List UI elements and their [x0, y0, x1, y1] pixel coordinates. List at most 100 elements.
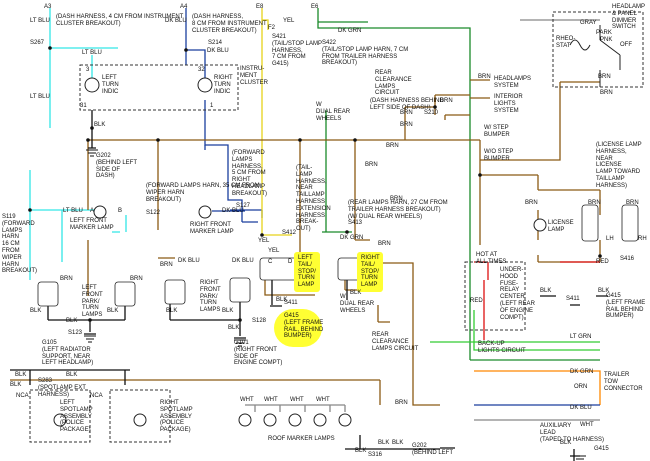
wire-label: WHT: [264, 397, 278, 403]
license-lamp: LICENSE LAMP: [548, 220, 574, 233]
note-s422: S422 (TAIL/STOP LAMP HARN, 7 CM FROM TRA…: [322, 40, 409, 67]
pin-label: A: [90, 208, 95, 214]
wire-label: BRN: [440, 98, 453, 104]
left-front-marker: LEFT FRONT MARKER LAMP: [70, 218, 114, 231]
splice-s416: S416: [620, 256, 635, 262]
wire-blk: [540, 295, 608, 306]
ground-g415-c: [574, 455, 586, 460]
left-park-conn-1: [37, 281, 59, 307]
w-dual-rear-wheels-2: W DUAL REAR WHEELS: [340, 294, 375, 314]
wire-label: BRN: [478, 74, 491, 80]
right-front-park-turn: RIGHT FRONT PARK/ TURN LAMPS: [200, 280, 221, 314]
right-spotlamp-bulb: [133, 413, 147, 427]
pin-label: C: [268, 259, 273, 265]
wire-label: YEL: [283, 18, 295, 24]
wire-label: BLK: [540, 288, 552, 294]
wire-brn: [537, 255, 601, 263]
wire-label: BRN: [598, 74, 611, 80]
ground-g415: G415 (LEFT FRAME RAIL, BEHIND BUMPER): [284, 313, 324, 340]
left-front-park-turn: LEFT FRONT PARK/ TURN LAMPS: [82, 285, 103, 319]
trailer-tow-connector: TRAILER TOW CONNECTOR: [604, 372, 643, 392]
right-spotlamp-box: [109, 389, 171, 443]
wire-brn: [344, 280, 390, 323]
wire-label: LT BLU: [82, 50, 102, 56]
highlight-left-tail: [294, 252, 320, 292]
license-rh: RH: [638, 236, 647, 242]
wire-label: BRN: [400, 122, 413, 128]
wire-label: BRN: [60, 276, 73, 282]
wire-label: BLK: [107, 308, 119, 314]
roof-marker-4: [313, 413, 327, 427]
splice-s411-b: S411: [566, 296, 580, 302]
right-park-conn-2: [229, 277, 251, 303]
taillamp-harness: (TAIL- LAMP HARNESS, NEAR TAILLAMP HARNE…: [296, 165, 331, 233]
w-dual-rear-wheels: W DUAL REAR WHEELS: [316, 102, 351, 122]
wire-label: BLK: [378, 440, 390, 446]
wire-label: BLK: [560, 440, 572, 446]
ground-g202: [86, 149, 98, 157]
dash-harness-behind: (DASH HARNESS BEHIND LEFT SIDE OF DASH): [370, 98, 444, 111]
ground-g202-label: G202 (BEHIND LEFT SIDE OF DASH): [96, 153, 138, 180]
splice-s283: S283 (SPOTLAMP EXT HARNESS): [38, 378, 86, 398]
license-lamp-bulb: [533, 218, 547, 232]
note-s119: S119 (FORWARD LAMPS HARN 16 CM FROM WIPE…: [2, 214, 38, 275]
wire-label: DK BLU: [232, 258, 254, 264]
wire-wht: [245, 404, 346, 412]
splice-s316: S316: [368, 452, 383, 458]
right-spotlamp-assembly: RIGHT SPOTLAMP ASSEMBLY (POLICE PACKAGE): [160, 400, 193, 434]
splice-s123: S123: [68, 330, 83, 336]
wire-label: BLK: [94, 122, 106, 128]
wire-brn: [299, 140, 370, 265]
note-s267: (DASH HARNESS, 4 CM FROM INSTRUMENT CLUS…: [56, 14, 184, 27]
pin-label: A3: [44, 4, 52, 10]
wire-orn: [474, 370, 601, 405]
wire-label: BLK: [10, 382, 22, 388]
license-conn-rh: [621, 204, 639, 242]
wire-brn: [157, 140, 175, 259]
wire-label: LT BLU: [63, 208, 83, 214]
wire-label: BLK: [350, 290, 362, 296]
wire-label: DK BLU: [222, 208, 244, 214]
wire-lt-grn: [430, 310, 600, 351]
wire-label: WHT: [290, 397, 304, 403]
wire-label: ORN: [574, 384, 588, 390]
wire-label: BLK: [392, 440, 404, 446]
splice-s412: S412: [282, 230, 297, 236]
right-turn-indic-bulb: [197, 77, 213, 93]
headlamp-switch-box: [552, 11, 644, 88]
wire-label: BRN: [400, 110, 413, 116]
ground-g415-c: G415: [594, 446, 609, 452]
wire-brn: [480, 81, 600, 161]
wire-label: DK BLU: [165, 18, 187, 24]
wire-label: BLK: [276, 297, 288, 303]
wire-dk-blu: [204, 145, 245, 212]
wire-label: YEL: [258, 238, 270, 244]
wire-label: LT BLU: [30, 94, 50, 100]
right-front-marker-bulb: [198, 205, 212, 219]
wire-label: RED: [470, 298, 483, 304]
wire-label: DK BLU: [207, 48, 229, 54]
left-turn-indic-bulb: [84, 77, 100, 93]
wire-label: BLK: [166, 308, 178, 314]
pin-label: E8: [256, 4, 264, 10]
pin-label: A4: [180, 4, 188, 10]
wire-dk-grn: [317, 8, 600, 361]
wire-label: BRN: [525, 200, 538, 206]
wire-dk-blu: [185, 8, 206, 85]
wire-blk: [169, 290, 246, 339]
underhood-fuse-relay: UNDER- HOOD FUSE- RELAY CENTER (LEFT REA…: [500, 267, 535, 321]
wire-label: BLK: [598, 288, 610, 294]
license-harness-note: (LICENSE LAMP HARNESS, NEAR LICENSE LAMP…: [596, 142, 642, 189]
wire-label: DK GRN: [338, 28, 362, 34]
wire-label: YEL: [268, 248, 280, 254]
right-park-conn-1: [164, 279, 186, 305]
splice-s210: S210: [424, 110, 439, 116]
splice-s411: S411: [284, 300, 298, 306]
ground-g101: [234, 339, 246, 347]
wire-label: RED: [596, 259, 609, 265]
wire-label: WHT: [240, 397, 254, 403]
wire-brn: [10, 379, 381, 405]
wire-label: PNK: [600, 37, 613, 43]
wire-yel: [261, 8, 292, 236]
ground-g101: G101 (RIGHT FRONT SIDE OF ENGINE COMPT): [234, 340, 283, 367]
